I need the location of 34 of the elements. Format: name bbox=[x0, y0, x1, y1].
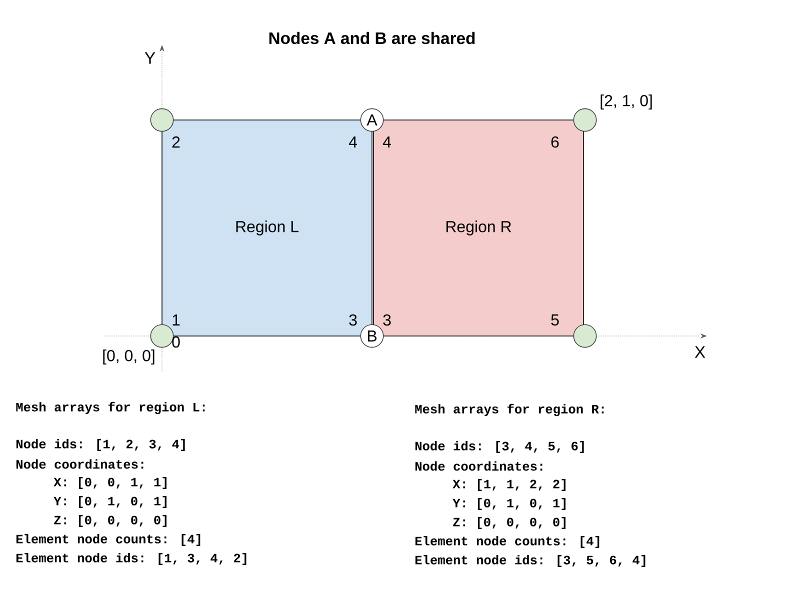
code-line: Y: [0, 1, 0, 1] bbox=[452, 498, 566, 510]
code-line: Element node ids: [3, 5, 6, 4] bbox=[415, 555, 646, 567]
node-number: 6 bbox=[551, 136, 559, 148]
node-number: 2 bbox=[172, 136, 180, 148]
node-number: 5 bbox=[551, 314, 559, 326]
node-circle bbox=[150, 108, 174, 132]
node-number: 3 bbox=[349, 314, 357, 326]
code-line: Y: [0, 1, 0, 1] bbox=[54, 496, 166, 508]
axis-label: Y bbox=[144, 52, 156, 64]
code-line: Node coordinates: bbox=[16, 459, 144, 469]
code-line: Mesh arrays for region L: bbox=[16, 402, 205, 414]
code-line: Node ids: [1, 2, 3, 4] bbox=[16, 439, 185, 451]
code-line: Node coordinates: bbox=[415, 461, 542, 471]
axis-label: X bbox=[694, 346, 706, 358]
node-number: 4 bbox=[382, 136, 391, 148]
code-line: Element node counts: [4] bbox=[16, 534, 200, 546]
code-line: Node ids: [3, 4, 5, 6] bbox=[415, 441, 584, 453]
coordinate-label: [2, 1, 0] bbox=[600, 94, 652, 110]
title: Nodes A and B are shared bbox=[269, 32, 475, 44]
node-number: 3 bbox=[383, 314, 391, 326]
node-circle bbox=[150, 324, 174, 348]
node-number: 0 bbox=[172, 336, 180, 348]
coordinate-label: [0, 0, 0] bbox=[103, 350, 154, 364]
code-line: X: [1, 1, 2, 2] bbox=[452, 479, 566, 491]
node-circle bbox=[573, 324, 597, 348]
code-line: Element node counts: [4] bbox=[415, 536, 600, 548]
node-number: 1 bbox=[172, 314, 180, 326]
code-line: Z: [0, 0, 0, 0] bbox=[54, 515, 166, 527]
code-line: X: [0, 0, 1, 1] bbox=[54, 477, 166, 489]
code-line: Z: [0, 0, 0, 0] bbox=[453, 517, 566, 529]
code-line: Mesh arrays for region R: bbox=[415, 404, 604, 416]
node-number: 4 bbox=[348, 136, 357, 148]
code-line: Element node ids: [1, 3, 4, 2] bbox=[16, 553, 246, 565]
node-circle bbox=[573, 108, 597, 132]
